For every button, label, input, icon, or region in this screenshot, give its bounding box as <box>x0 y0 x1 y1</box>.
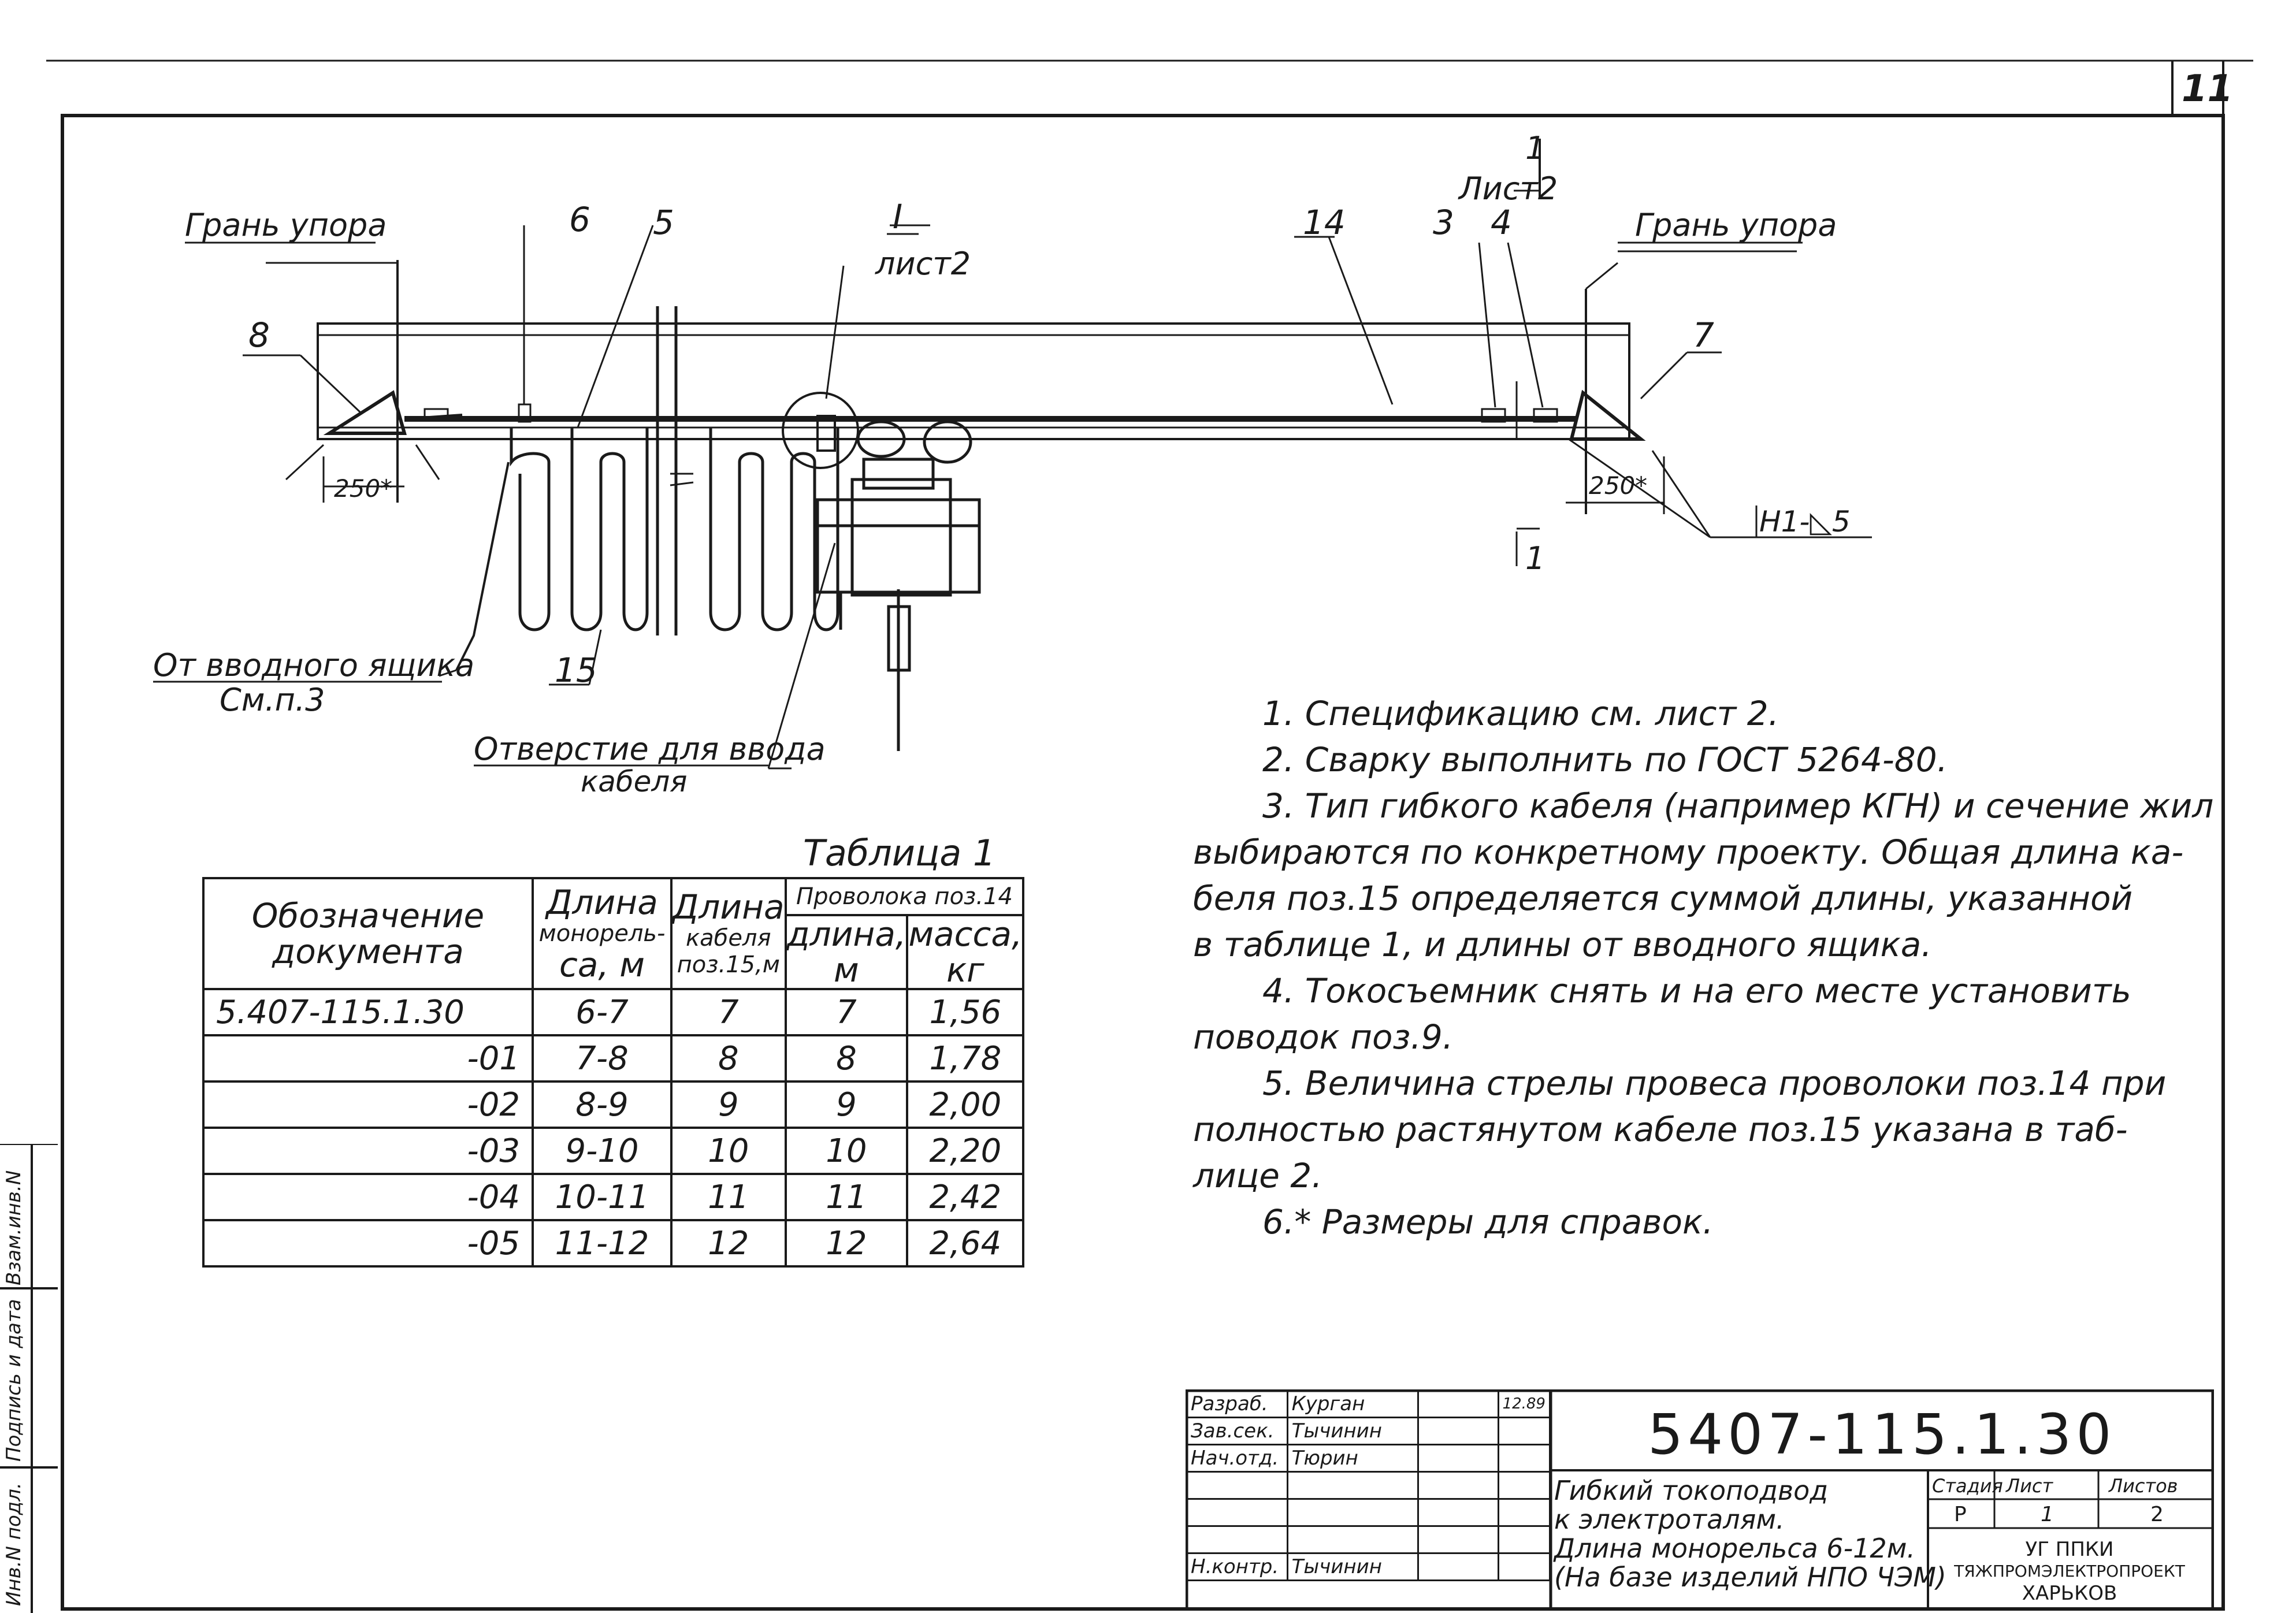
general-notes: 1. Спецификацию см. лист 2. 2. Сварку вы… <box>1193 690 2214 1245</box>
right-stop <box>1294 139 1872 566</box>
pos-4: 4 <box>1491 203 1512 242</box>
section-sheet: Лист2 <box>1458 170 1558 207</box>
inv-no-label: Инв.N подл. <box>2 1482 25 1606</box>
pos-I: I <box>893 197 902 236</box>
stage-header: Стадия <box>1932 1475 2003 1497</box>
note-6: 6.* Размеры для справок. <box>1262 1202 1714 1242</box>
table-row: 5.407-115.1.30 6-7 7 7 1,56 <box>202 988 1025 1036</box>
label-edge-left: Грань упора <box>185 207 387 243</box>
note-3-line2: выбираются по конкретному проекту. Общая… <box>1193 832 2184 872</box>
table1: Обозначение документа Длина монорель- са… <box>202 877 1025 1268</box>
table1-caption: Таблица 1 <box>803 832 996 874</box>
title-block: Разраб. Курган 12.89 Зав.сек. Тычинин На… <box>1186 1389 2214 1611</box>
sheet-header: Лист <box>2006 1475 2053 1497</box>
note-1: 1. Спецификацию см. лист 2. <box>1262 694 1779 733</box>
note-4-line2: поводок поз.9. <box>1193 1017 1454 1057</box>
sheet-frame <box>46 60 2253 1611</box>
monorail-beam <box>317 306 1630 635</box>
pos-7: 7 <box>1693 315 1714 355</box>
sign-date-label: Подпись и дата <box>2 1299 25 1462</box>
table-row: Н.контр. Тычинин <box>1186 1552 1551 1581</box>
section-num-top: 1 <box>1525 130 1545 166</box>
cable-hole-line2: кабеля <box>581 765 687 798</box>
section-num-bottom: 1 <box>1525 540 1545 577</box>
table-row: -04 10-11 11 11 2,42 <box>202 1173 1025 1221</box>
dim-left: 250* <box>334 474 392 503</box>
from-box-line1: От вводного ящика <box>153 647 474 683</box>
sheets-header: Листов <box>2109 1475 2178 1497</box>
table-row <box>1186 1525 1551 1554</box>
from-box-line2: См.п.3 <box>220 682 325 718</box>
table-row: -02 8-9 9 9 2,00 <box>202 1080 1025 1129</box>
signature <box>1417 1444 1499 1473</box>
th-wire-mass: масса, кг <box>906 914 1025 990</box>
stage-value: Р <box>1954 1503 1967 1526</box>
th-designation: Обозначение документа <box>202 877 534 990</box>
label-edge-right: Грань упора <box>1635 207 1837 243</box>
replace-inv-label: Взам.инв.N <box>2 1170 25 1285</box>
drawing-labels: Грань упора Грань упора 6 5 I лист2 14 3… <box>153 130 1851 798</box>
side-strip: Инв.N подл. Подпись и дата Взам.инв.N <box>0 1144 58 1613</box>
table-row: Разраб. Курган 12.89 <box>1186 1389 1551 1418</box>
table-row: -05 11-12 12 12 2,64 <box>202 1219 1025 1268</box>
note-5: 5. Величина стрелы провеса проволоки поз… <box>1262 1064 2167 1103</box>
signature <box>1417 1389 1499 1418</box>
note-5-line2: полностью растянутом кабеле поз.15 указа… <box>1193 1110 2128 1149</box>
dim-right: 250* <box>1589 471 1647 500</box>
table-row: -01 7-8 8 8 1,78 <box>202 1034 1025 1083</box>
th-wire-length: длина, м <box>784 914 909 990</box>
th-cable-length: Длина кабеля поз.15,м <box>670 877 787 990</box>
cable-hole-line1: Отверстие для ввода <box>474 731 826 767</box>
pos-6: 6 <box>569 200 590 239</box>
note-3-line3: беля поз.15 определяется суммой длины, у… <box>1193 879 2133 918</box>
note-3-line4: в таблице 1, и длины от вводного ящика. <box>1193 925 1932 964</box>
cable-loops <box>439 225 839 677</box>
document-code: 5407-115.1.30 <box>1648 1402 2116 1467</box>
sheet-number: 11 <box>2182 68 2233 110</box>
pos-5: 5 <box>653 203 674 242</box>
left-stop <box>243 260 463 503</box>
detail-sheet: лист2 <box>875 246 971 282</box>
note-4: 4. Токосъемник снять и на его месте уста… <box>1262 971 2131 1010</box>
pos-14: 14 <box>1303 203 1346 242</box>
document-title: Гибкий токоподвод к электроталям. Длина … <box>1554 1475 1946 1593</box>
signature <box>1417 1417 1499 1445</box>
pos-3: 3 <box>1433 203 1454 242</box>
signature-table: Разраб. Курган 12.89 Зав.сек. Тычинин На… <box>1186 1389 1551 1581</box>
table-row: -03 9-10 10 10 2,20 <box>202 1127 1025 1175</box>
note-5-line3: лице 2. <box>1193 1156 1322 1195</box>
table-row <box>1186 1471 1551 1500</box>
weld-mark: Н1-◺5 <box>1759 505 1851 538</box>
pos-8: 8 <box>248 315 270 355</box>
table-row: Зав.сек. Тычинин <box>1186 1417 1551 1445</box>
table-row <box>1186 1498 1551 1527</box>
sheets-value: 2 <box>2150 1503 2164 1526</box>
th-wire-group: Проволока поз.14 <box>784 877 1025 916</box>
organization: УГ ППКИ ТЯЖПРОМЭЛЕКТРОПРОЕКТ ХАРЬКОВ <box>1954 1538 2185 1605</box>
th-monorail-length: Длина монорель- са, м <box>532 877 673 990</box>
table-row: Нач.отд. Тюрин <box>1186 1444 1551 1473</box>
sheet-value: 1 <box>2041 1503 2054 1526</box>
note-3: 3. Тип гибкого кабеля (например КГН) и с… <box>1262 786 2214 826</box>
signature <box>1417 1552 1499 1581</box>
electric-hoist <box>767 224 981 770</box>
note-2: 2. Сварку выполнить по ГОСТ 5264-80. <box>1262 740 1948 779</box>
